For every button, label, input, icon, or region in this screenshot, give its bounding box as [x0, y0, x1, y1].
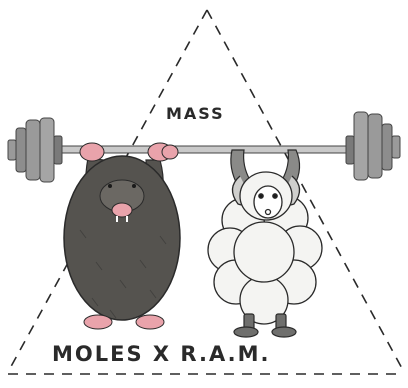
mole-icon [64, 143, 180, 329]
formula-triangle [8, 10, 404, 374]
mass-label: MASS [166, 104, 225, 123]
moles-times-ram-label: MOLES X R.A.M. [52, 342, 270, 366]
sheep-icon [208, 150, 322, 337]
